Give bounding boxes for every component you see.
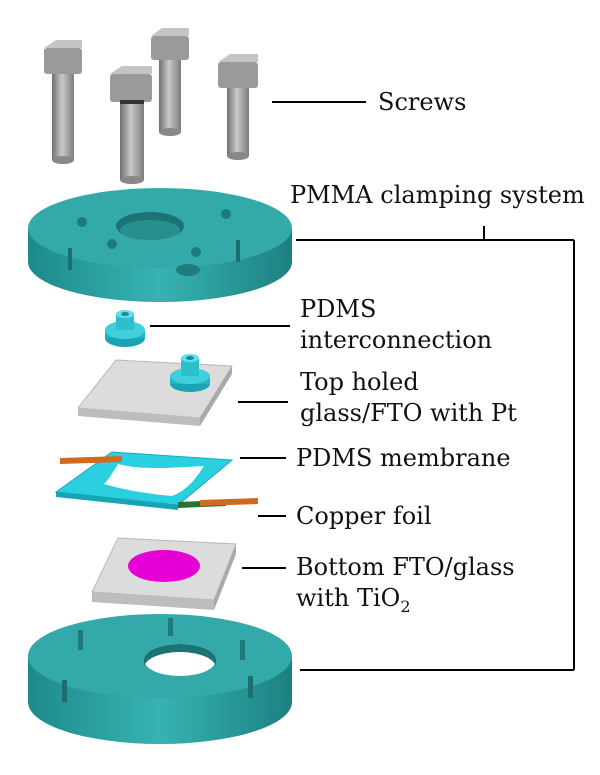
pmma-top-disk [28, 188, 292, 302]
label-pdms-membrane: PDMS membrane [296, 444, 511, 472]
label-bottom-glass-prefix: with TiO [296, 584, 401, 612]
screw-4 [218, 54, 258, 160]
label-pmma-clamping-system: PMMA clamping system [290, 181, 585, 209]
label-pdms-interconnection-line2: interconnection [300, 326, 493, 354]
label-screws: Screws [378, 88, 467, 116]
label-top-glass-line2: glass/FTO with Pt [300, 399, 517, 427]
label-bottom-glass-line1: Bottom FTO/glass [296, 553, 515, 581]
label-copper-foil: Copper foil [296, 502, 432, 530]
label-bottom-glass-subscript: 2 [400, 596, 411, 616]
tio2-layer [128, 550, 200, 582]
label-bottom-glass-line2: with TiO2 [296, 583, 411, 622]
top-holed-glass [77, 354, 233, 426]
screw-3 [110, 66, 152, 184]
bottom-fto-glass [91, 537, 237, 610]
pdms-interconnection-part [105, 310, 145, 347]
label-pdms-interconnection-line1: PDMS [300, 295, 377, 323]
screw-2 [151, 28, 189, 136]
screw-1 [44, 40, 82, 164]
pdms-membrane-part [54, 451, 258, 510]
pmma-bottom-disk [28, 614, 292, 744]
label-top-glass-line1: Top holed [300, 368, 419, 396]
